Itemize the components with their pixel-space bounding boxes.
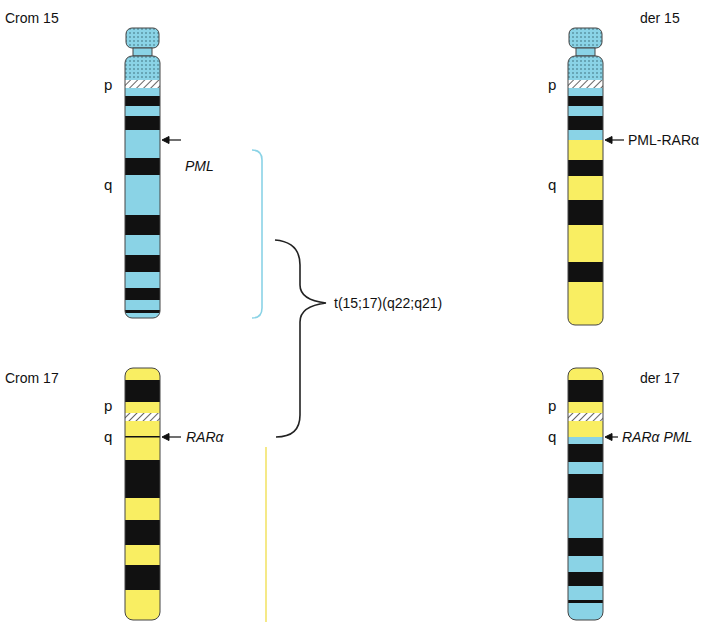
gene-label: PML <box>185 157 214 175</box>
arm-label: p <box>548 397 556 415</box>
translocation-brace <box>275 240 326 437</box>
chromosome-17 <box>125 368 160 620</box>
arm-label: p <box>104 397 112 415</box>
arm-label: q <box>548 428 556 446</box>
derivative-chromosome-17 <box>568 368 603 620</box>
arm-label: q <box>104 176 112 194</box>
chromosome-name: Crom 17 <box>5 369 59 387</box>
chromosome-name: der 17 <box>640 369 680 387</box>
derivative-chromosome-15 <box>568 28 603 325</box>
arm-label: p <box>548 76 556 94</box>
chromosome-name: der 15 <box>640 9 680 27</box>
segment-bracket-17 <box>265 447 267 622</box>
arm-label: p <box>104 76 112 94</box>
translocation-label: t(15;17)(q22;q21) <box>334 294 442 312</box>
chromosome-name: Crom 15 <box>5 9 59 27</box>
segment-bracket-15 <box>252 150 262 318</box>
fusion-gene-label: RARα PML <box>622 428 692 446</box>
fusion-gene-label: PML-RARα <box>628 131 699 149</box>
arm-label: q <box>104 428 112 446</box>
breakpoint-arrows <box>162 137 624 441</box>
gene-label: RARα <box>186 428 224 446</box>
arm-label: q <box>548 176 556 194</box>
chromosome-15 <box>125 28 160 318</box>
